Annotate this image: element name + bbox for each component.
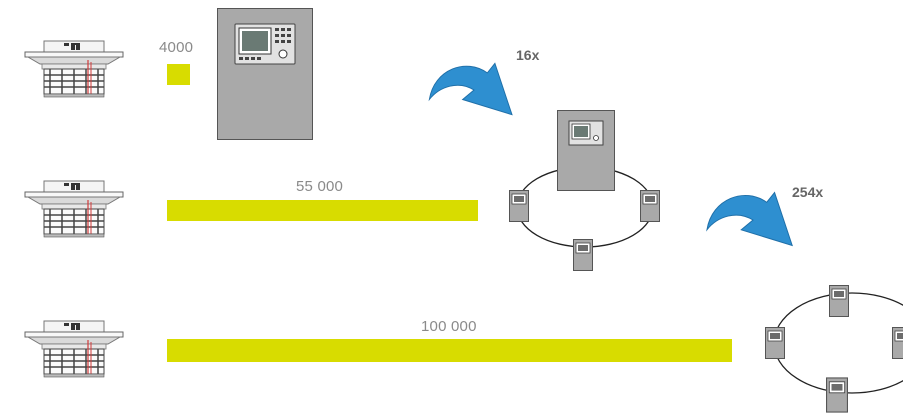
control-panel-icon (217, 8, 313, 140)
control-panel-icon (557, 110, 615, 191)
multiplier-label: 16x (516, 47, 540, 63)
smoke-detector-icon (24, 180, 124, 238)
capacity-bar (167, 64, 190, 85)
bar-value-label: 4000 (159, 39, 194, 56)
network-ring-icon (762, 282, 903, 416)
multiplier-label: 254x (792, 184, 824, 200)
bar-value-label: 55 000 (296, 178, 344, 195)
capacity-bar (167, 200, 478, 221)
curved-arrow-icon (704, 180, 802, 260)
bar-value-label: 100 000 (421, 318, 477, 335)
network-ring-icon (505, 110, 665, 278)
capacity-bar (167, 339, 732, 362)
smoke-detector-icon (24, 320, 124, 378)
smoke-detector-icon (24, 40, 124, 98)
